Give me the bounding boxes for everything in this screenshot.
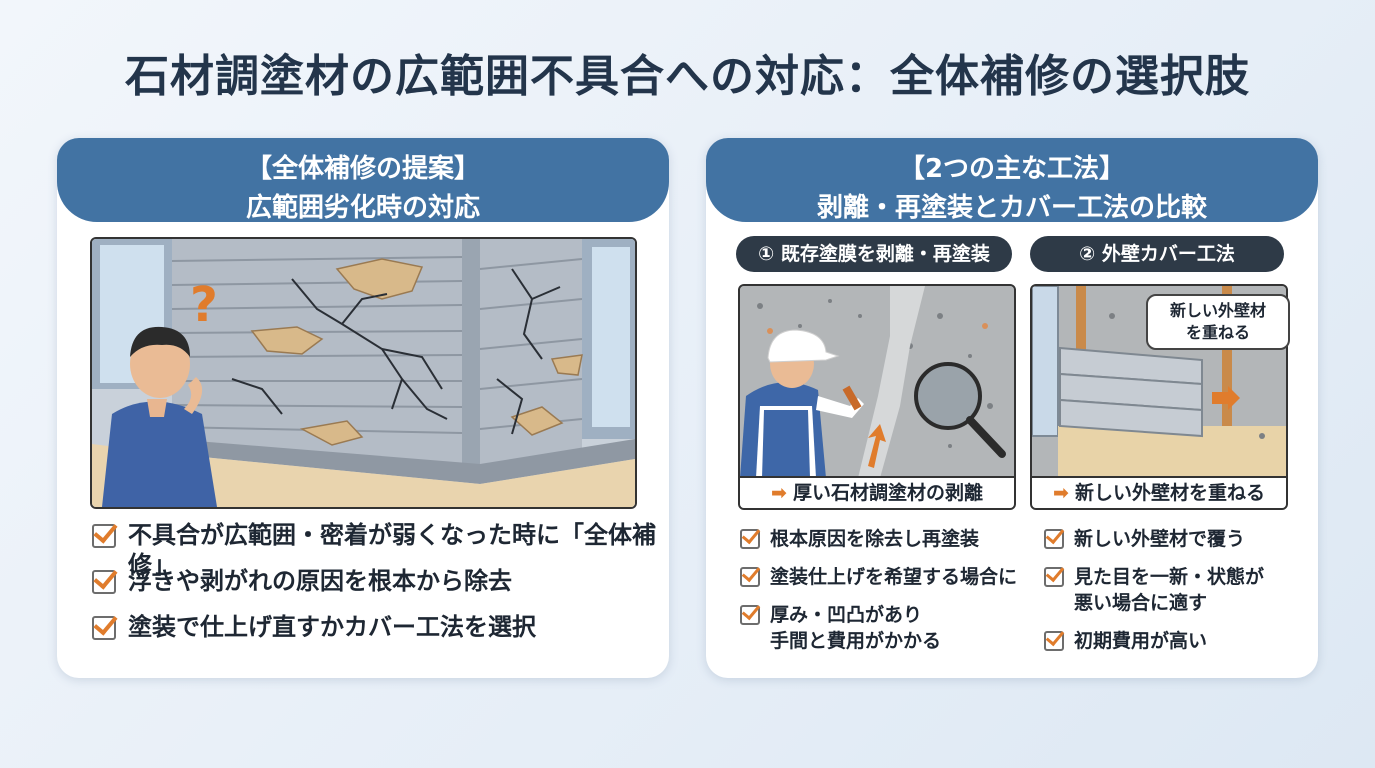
worried-person — [102, 326, 217, 507]
full-repair-card-header: 【全体補修の提案】 広範囲劣化時の対応 — [57, 138, 669, 223]
arrow-right-icon: ➡ — [771, 482, 787, 504]
list-item: 塗装で仕上げ直すかカバー工法を選択 — [92, 612, 662, 658]
methods-card-header: 【2つの主な工法】 剥離・再塗装とカバー工法の比較 — [706, 138, 1318, 223]
check-icon — [92, 570, 116, 594]
check-icon — [92, 616, 116, 640]
list-item: 浮きや剥がれの原因を根本から除去 — [92, 566, 662, 612]
arrow-right-icon — [1212, 386, 1240, 410]
question-icon: ? — [190, 277, 218, 333]
check-icon — [1044, 567, 1064, 587]
list-item: 不具合が広範囲・密着が弱くなった時に「全体補修」 — [92, 520, 662, 579]
cover-method-bubble: 新しい外壁材 を重ねる — [1146, 294, 1290, 350]
card-heading-line1: 【全体補修の提案】 — [245, 154, 480, 184]
list-item: 根本原因を除去し再塗装 — [740, 526, 1030, 552]
check-icon — [740, 605, 760, 625]
method1-caption: ➡厚い石材調塗材の剥離 — [740, 476, 1014, 508]
page-title: 石材調塗材の広範囲不具合への対応：全体補修の選択肢 — [125, 51, 1250, 102]
method2-label: ② 外壁カバー工法 — [1030, 236, 1284, 272]
check-icon — [740, 529, 760, 549]
magnifier-icon — [914, 362, 982, 430]
card-heading-line1: 【2つの主な工法】 — [898, 154, 1126, 184]
stripping-illustration: ➡厚い石材調塗材の剥離 — [738, 284, 1016, 510]
damaged-wall-illustration: ? — [90, 237, 637, 509]
method2-caption: ➡新しい外壁材を重ねる — [1032, 476, 1286, 508]
list-item: 見た目を一新・状態が 悪い場合に適す — [1044, 564, 1314, 616]
list-item: 新しい外壁材で覆う — [1044, 526, 1314, 552]
card-heading-line2: 広範囲劣化時の対応 — [245, 193, 480, 223]
list-item: 塗装仕上げを希望する場合に — [740, 564, 1030, 590]
damaged-wall-svg: ? — [92, 239, 635, 507]
method2-checklist: 新しい外壁材で覆う 見た目を一新・状態が 悪い場合に適す 初期費用が高い — [1044, 526, 1314, 666]
check-icon — [1044, 631, 1064, 651]
check-icon — [92, 524, 116, 548]
arrow-right-icon: ➡ — [1053, 482, 1069, 504]
method1-label: ① 既存塗膜を剥離・再塗装 — [736, 236, 1012, 272]
full-repair-checklist: 不具合が広範囲・密着が弱くなった時に「全体補修」 浮きや剥がれの原因を根本から除… — [92, 520, 662, 658]
method1-checklist: 根本原因を除去し再塗装 塗装仕上げを希望する場合に 厚み・凹凸があり 手間と費用… — [740, 526, 1030, 666]
card-heading-line2: 剥離・再塗装とカバー工法の比較 — [816, 193, 1207, 223]
check-icon — [1044, 529, 1064, 549]
list-item: 初期費用が高い — [1044, 628, 1314, 654]
check-icon — [740, 567, 760, 587]
list-item: 厚み・凹凸があり 手間と費用がかかる — [740, 602, 1030, 654]
